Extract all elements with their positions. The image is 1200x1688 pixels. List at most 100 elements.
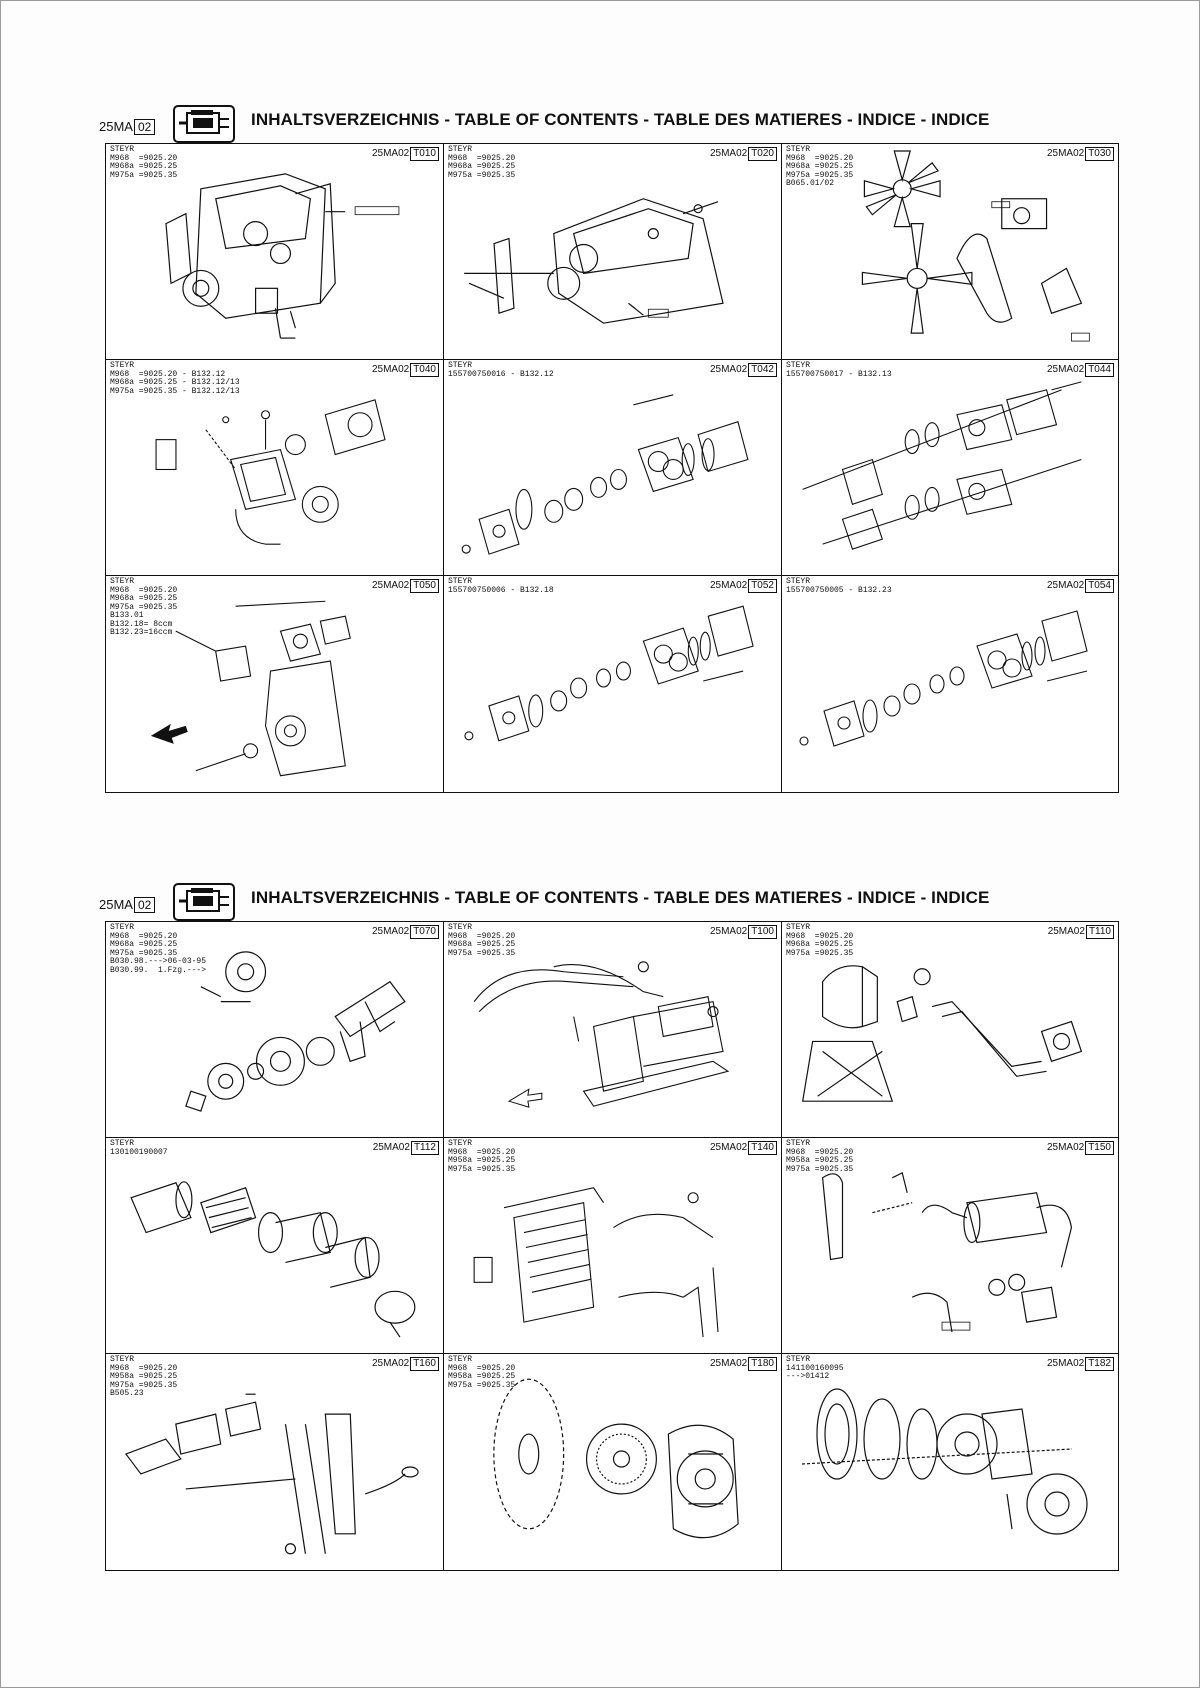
ref-code[interactable]: T054 (1085, 579, 1114, 593)
ref-code[interactable]: T044 (1085, 363, 1114, 377)
cell-line: STEYR (448, 923, 473, 932)
toc-cell-t050[interactable]: STEYR M968 =9025.20 M968a =9025.25 M975a… (106, 576, 444, 792)
air-filter-icon (130, 1181, 416, 1338)
ref-code[interactable]: T040 (410, 363, 439, 377)
engine-assembly-icon (165, 173, 400, 339)
cell-line: B065.01/02 (786, 179, 835, 188)
cell-line: M968 =9025.20 (786, 931, 854, 941)
toc-cell-t140[interactable]: STEYR M968 =9025.20 M958a =9025.25 M975a… (444, 1138, 782, 1354)
section-code-prefix: 25MA (99, 897, 133, 912)
toc-cell-t150[interactable]: STEYR M968 =9025.20 M958a =9025.25 M975a… (782, 1138, 1118, 1354)
cell-line: M968 =9025.20 (448, 931, 516, 941)
ref-prefix: 25MA02 (1046, 1358, 1085, 1369)
cell-line: STEYR (786, 577, 811, 586)
cell-line: M975a =9025.35 (448, 948, 516, 958)
cell-line: M975a =9025.35 (786, 948, 854, 958)
toc-cell-t070[interactable]: STEYR M968 =9025.20 M968a =9025.25 M975a… (106, 922, 444, 1138)
ref-code[interactable]: T050 (410, 579, 439, 593)
cell-spec-text: STEYR M968 =9025.20 M958a =9025.25 M975a… (110, 1355, 177, 1399)
ref-code[interactable]: T052 (748, 579, 777, 593)
ref-code[interactable]: T160 (410, 1357, 439, 1371)
crankshaft-icon (185, 951, 406, 1112)
cell-line: STEYR (448, 145, 473, 154)
cell-line: STEYR (110, 1139, 135, 1148)
ref-code[interactable]: T180 (748, 1357, 777, 1371)
cell-line: 155700750016 - B132.12 (448, 369, 554, 379)
cell-spec-text: STEYR 155700750016 - B132.12 (448, 361, 554, 379)
cell-spec-text: STEYR 141100160095 --->01412 (786, 1355, 844, 1382)
gear-pump-exploded-icon (464, 605, 754, 742)
toc-cell-t160[interactable]: STEYR M968 =9025.20 M958a =9025.25 M975a… (106, 1354, 444, 1570)
toc-cell-t100[interactable]: STEYR M968 =9025.20 M968a =9025.25 M975a… (444, 922, 782, 1138)
toc-cell-t110[interactable]: STEYR M968 =9025.20 M968a =9025.25 M975a… (782, 922, 1118, 1138)
ref-code[interactable]: T182 (1085, 1357, 1114, 1371)
section-title: INHALTSVERZEICHNIS - TABLE OF CONTENTS -… (251, 888, 990, 907)
ref-prefix: 25MA02 (371, 148, 410, 159)
ref-prefix: 25MA02 (1046, 148, 1085, 159)
ref-prefix: 25MA02 (1047, 926, 1085, 937)
cell-line: STEYR (448, 1139, 473, 1148)
ref-prefix: 25MA02 (372, 1142, 410, 1153)
ref-code[interactable]: T100 (748, 925, 777, 939)
ref-prefix: 25MA02 (709, 1358, 748, 1369)
cell-line: M968 =9025.20 - B132.12 (110, 369, 226, 379)
cell-line: M968 =9025.20 (786, 1147, 854, 1157)
cell-line: 141100160095 (786, 1363, 844, 1373)
cell-spec-text: STEYR M968 =9025.20 M968a =9025.25 M975a… (448, 145, 516, 180)
cell-line: M958a =9025.25 (786, 1156, 854, 1165)
cell-line: M968 =9025.20 (448, 153, 516, 163)
ref-code[interactable]: T140 (748, 1141, 777, 1155)
cell-spec-text: STEYR M968 =9025.20 M968a =9025.25 M975a… (786, 145, 853, 189)
cell-line: M975a =9025.35 (110, 602, 178, 612)
ref-code[interactable]: T112 (410, 1141, 439, 1155)
cell-line: M968a =9025.25 (786, 940, 854, 949)
ref-code[interactable]: T150 (1085, 1141, 1114, 1155)
cell-line: B030.98.--->06-03-95 (110, 957, 207, 966)
ref-code[interactable]: T020 (748, 147, 777, 161)
cell-spec-text: STEYR M968 =9025.20 M958a =9025.25 M975a… (786, 1139, 854, 1174)
cell-line: M968 =9025.20 (110, 585, 178, 595)
ref-code[interactable]: T110 (1085, 925, 1114, 939)
ref-code[interactable]: T030 (1085, 147, 1114, 161)
ref-prefix: 25MA02 (709, 926, 748, 937)
cell-line: --->01412 (786, 1372, 830, 1381)
engine-logo-icon (173, 883, 235, 921)
ref-code[interactable]: T042 (748, 363, 777, 377)
toc-cell-t040[interactable]: STEYR M968 =9025.20 - B132.12 M968a =902… (106, 360, 444, 576)
ref-code[interactable]: T010 (410, 147, 439, 161)
cell-line: M968a =9025.25 (448, 940, 516, 949)
toc-cell-t010[interactable]: STEYR M968 =9025.20 M968a =9025.25 M975a… (106, 144, 444, 360)
toc-cell-t020[interactable]: STEYR M968 =9025.20 M968a =9025.25 M975a… (444, 144, 782, 360)
cell-line: STEYR (110, 361, 135, 370)
toc-cell-t180[interactable]: STEYR M968 =9025.20 M958a =9025.25 M975a… (444, 1354, 782, 1570)
cell-line: 155700750006 - B132.18 (448, 585, 554, 595)
cell-line: M968a =9025.25 (448, 162, 516, 171)
cell-line: B133.01 (110, 611, 144, 620)
toc-cell-t030[interactable]: STEYR M968 =9025.20 M968a =9025.25 M975a… (782, 144, 1118, 360)
cell-line: M958a =9025.25 (448, 1372, 516, 1381)
ref-code[interactable]: T070 (410, 925, 439, 939)
tandem-pump-exploded-icon (802, 381, 1082, 550)
cell-line: M968a =9025.25 (110, 594, 178, 603)
cell-line: STEYR (110, 145, 135, 154)
cell-line: M968 =9025.20 (110, 153, 178, 163)
cell-spec-text: STEYR M968 =9025.20 M958a =9025.25 M975a… (448, 1139, 515, 1174)
flywheel-clutch-icon (493, 1378, 739, 1539)
cell-spec-text: STEYR M968 =9025.20 M968a =9025.25 M975a… (110, 145, 178, 180)
cell-line: M975a =9025.35 (786, 1164, 854, 1174)
section-code-number: 02 (133, 119, 156, 135)
radiator-icon (473, 1187, 719, 1338)
